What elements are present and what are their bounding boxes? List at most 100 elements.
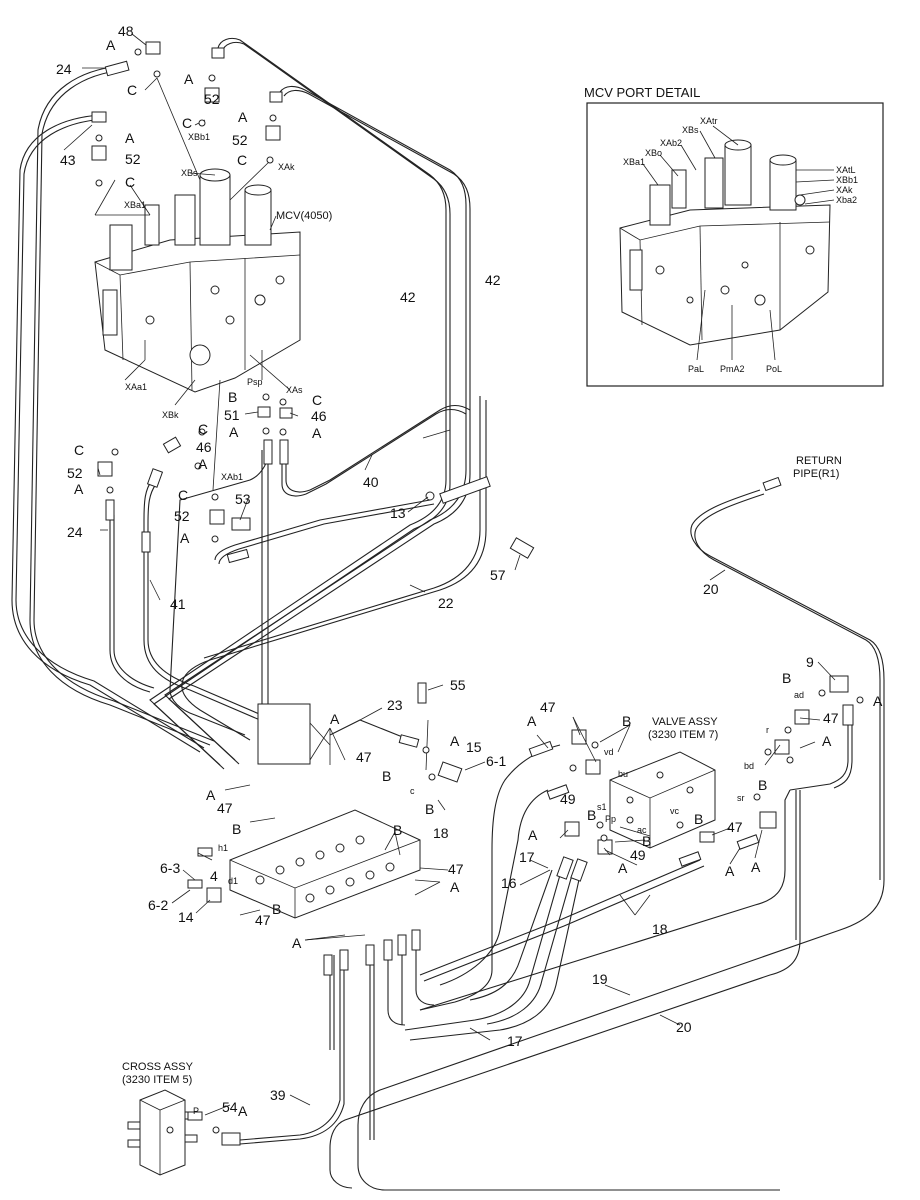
port-xbs: XBs	[181, 168, 198, 178]
port-xaa1: XAa1	[125, 382, 147, 392]
callout-17-a: 17	[519, 849, 535, 865]
callout-47-c: 47	[356, 749, 372, 765]
letter-c: C	[237, 152, 247, 168]
letter-a: A	[450, 879, 460, 895]
port-pp: Pp	[605, 814, 616, 824]
callout-49-b: 49	[630, 847, 646, 863]
letter-a: A	[184, 71, 194, 87]
letter-a: A	[198, 456, 208, 472]
port-ac: ac	[637, 825, 647, 835]
port-sr: sr	[737, 793, 745, 803]
valve-assy-label-1: VALVE ASSY	[652, 716, 718, 728]
letter-a: A	[74, 481, 84, 497]
port-bd: bd	[744, 761, 754, 771]
letter-b: B	[232, 821, 241, 837]
letter-c: C	[74, 442, 84, 458]
port-bu: bu	[618, 769, 628, 779]
mcv-port-detail: MCV PORT DETAIL	[584, 85, 884, 387]
port-label-xbo: XBo	[645, 148, 662, 158]
letter-c: C	[178, 487, 188, 503]
callout-57: 57	[490, 567, 506, 583]
port-vc: vc	[670, 806, 680, 816]
letter-a: A	[528, 827, 538, 843]
letter-c: C	[198, 421, 208, 437]
port-label-xatr: XAtr	[700, 116, 718, 126]
callout-52-d: 52	[67, 465, 83, 481]
leader-lines	[63, 33, 836, 1116]
callout-52-b: 52	[125, 151, 141, 167]
port-xba1: XBa1	[124, 200, 146, 210]
valve-assy: VALVE ASSY (3230 ITEM 7)	[609, 716, 718, 849]
callout-20-lower: 20	[676, 1019, 692, 1035]
callout-54: 54	[222, 1099, 238, 1115]
callout-4: 4	[210, 868, 218, 884]
callout-49-a: 49	[560, 791, 576, 807]
callout-47-a: 47	[540, 699, 556, 715]
port-label-pol: PoL	[766, 364, 782, 374]
detail-box-title: MCV PORT DETAIL	[584, 85, 700, 100]
port-label-xba1: XBa1	[623, 157, 645, 167]
letter-b: B	[622, 713, 631, 729]
letter-a: A	[618, 860, 628, 876]
callout-52-a: 52	[204, 91, 220, 107]
pipe-runs	[11, 37, 885, 1191]
letter-b: B	[393, 822, 402, 838]
port-xab1: XAb1	[221, 472, 243, 482]
callout-55: 55	[450, 677, 466, 693]
letter-a: A	[873, 693, 883, 709]
cross-assy: CROSS ASSY (3230 ITEM 5)	[122, 1061, 200, 1176]
letter-a: A	[822, 733, 832, 749]
detail-leader-lines	[642, 125, 835, 361]
port-label-xbs: XBs	[682, 125, 699, 135]
callout-16: 16	[501, 875, 517, 891]
letter-b: B	[587, 807, 596, 823]
letter-c: C	[127, 82, 137, 98]
callout-46-b: 46	[196, 439, 212, 455]
main-control-valve: MCV(4050)	[94, 168, 332, 393]
callout-42-b: 42	[485, 272, 501, 288]
port-c: c	[410, 786, 415, 796]
return-pipe-label-2: PIPE(R1)	[793, 468, 839, 480]
port-label-pma2: PmA2	[720, 364, 745, 374]
port-label-xak: XAk	[836, 185, 853, 195]
letter-b: B	[272, 901, 281, 917]
callout-41: 41	[170, 596, 186, 612]
letter-b: B	[782, 670, 791, 686]
callout-24-lower: 24	[67, 524, 83, 540]
port-label-xatl: XAtL	[836, 165, 856, 175]
letter-a: A	[725, 863, 735, 879]
callout-40: 40	[363, 474, 379, 490]
port-label-pal: PaL	[688, 364, 704, 374]
callout-22: 22	[438, 595, 454, 611]
cross-assy-label-1: CROSS ASSY	[122, 1061, 194, 1073]
letter-a: A	[330, 711, 340, 727]
letter-a: A	[292, 935, 302, 951]
letter-b: B	[758, 777, 767, 793]
port-h1: h1	[218, 843, 228, 853]
letter-a: A	[450, 733, 460, 749]
letter-a: A	[125, 130, 135, 146]
port-label-xba2: Xba2	[836, 195, 857, 205]
callout-47-f: 47	[255, 912, 271, 928]
pipe-clamp-13	[425, 476, 491, 504]
callout-43: 43	[60, 152, 76, 168]
letter-a: A	[751, 859, 761, 875]
port-s1: s1	[597, 802, 607, 812]
mcv-label: MCV(4050)	[276, 210, 332, 222]
letter-a: A	[206, 787, 216, 803]
callout-19: 19	[592, 971, 608, 987]
callout-48: 48	[118, 23, 134, 39]
callout-46-a: 46	[311, 408, 327, 424]
valve-assy-label-2: (3230 ITEM 7)	[648, 729, 718, 741]
callout-53: 53	[235, 491, 251, 507]
letter-b: B	[382, 768, 391, 784]
letter-b: B	[425, 801, 434, 817]
callout-6-3: 6-3	[160, 860, 180, 876]
port-xbb1: XBb1	[188, 132, 210, 142]
callout-47-e: 47	[448, 861, 464, 877]
letter-c: C	[312, 392, 322, 408]
port-xbk: XBk	[162, 410, 179, 420]
callout-13: 13	[390, 505, 406, 521]
callout-47-d: 47	[217, 800, 233, 816]
